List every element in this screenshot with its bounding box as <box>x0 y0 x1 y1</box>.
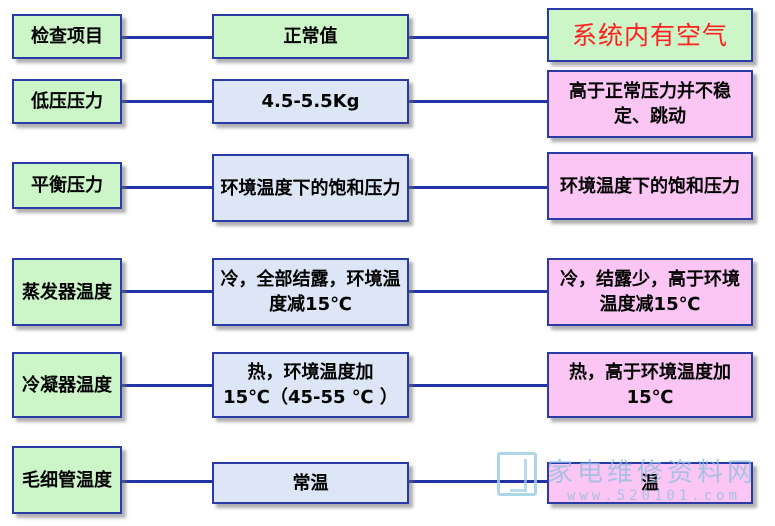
connector-row-2b <box>409 186 547 189</box>
air-balance-pressure: 环境温度下的饱和压力 <box>547 152 753 220</box>
item-condenser-temp-label: 冷凝器温度 <box>22 374 112 396</box>
connector-row-4 <box>122 384 212 387</box>
normal-capillary-temp-value: 常温 <box>292 472 329 494</box>
air-condenser-temp: 热，高于环境温度加15℃ <box>547 352 753 418</box>
item-evaporator-temp: 蒸发器温度 <box>12 258 122 326</box>
normal-balance-pressure-value: 环境温度下的饱和压力 <box>220 177 401 199</box>
air-low-pressure: 高于正常压力并不稳定、跳动 <box>547 70 753 138</box>
normal-low-pressure-value: 4.5-5.5Kg <box>261 91 360 112</box>
normal-evaporator-temp-value: 冷，全部结露，环境温度减15℃ <box>220 269 401 315</box>
header-normal-label: 正常值 <box>283 26 338 47</box>
connector-row-1 <box>122 100 212 103</box>
air-condenser-temp-value: 热，高于环境温度加15℃ <box>569 362 731 408</box>
normal-evaporator-temp: 冷，全部结露，环境温度减15℃ <box>212 258 409 326</box>
connector-row-4b <box>409 384 547 387</box>
air-evaporator-temp-value: 冷，结露少，高于环境温度减15℃ <box>560 269 740 315</box>
normal-capillary-temp: 常温 <box>212 462 409 504</box>
air-evaporator-temp: 冷，结露少，高于环境温度减15℃ <box>547 258 753 326</box>
connector-row-1b <box>409 100 547 103</box>
air-capillary-temp-value: 温 <box>641 472 659 494</box>
item-capillary-temp-label: 毛细管温度 <box>22 469 112 491</box>
item-evaporator-temp-label: 蒸发器温度 <box>22 281 112 303</box>
connector-row-3b <box>409 290 547 293</box>
header-normal-box: 正常值 <box>212 14 409 59</box>
normal-low-pressure: 4.5-5.5Kg <box>212 79 409 124</box>
header-air-label: 系统内有空气 <box>571 20 728 50</box>
normal-balance-pressure: 环境温度下的饱和压力 <box>212 154 409 222</box>
connector-row-5 <box>122 480 212 483</box>
item-capillary-temp: 毛细管温度 <box>12 446 122 514</box>
connector-row-0 <box>122 36 212 39</box>
item-low-pressure-label: 低压压力 <box>31 91 103 112</box>
connector-row-2 <box>122 186 212 189</box>
air-capillary-temp: 温 <box>547 462 753 504</box>
item-low-pressure: 低压压力 <box>12 79 122 124</box>
connector-row-0b <box>409 36 547 39</box>
item-balance-pressure-label: 平衡压力 <box>31 175 103 196</box>
air-low-pressure-value: 高于正常压力并不稳定、跳动 <box>569 81 731 127</box>
item-condenser-temp: 冷凝器温度 <box>12 352 122 418</box>
air-balance-pressure-value: 环境温度下的饱和压力 <box>560 175 740 197</box>
connector-row-3 <box>122 290 212 293</box>
item-balance-pressure: 平衡压力 <box>12 162 122 209</box>
header-item-label: 检查项目 <box>31 26 103 47</box>
header-item-box: 检查项目 <box>12 14 122 59</box>
watermark-book-icon <box>497 452 537 496</box>
normal-condenser-temp-value: 热，环境温度加15℃（45-55 ℃ ） <box>223 362 398 408</box>
header-air-box: 系统内有空气 <box>547 8 753 62</box>
normal-condenser-temp: 热，环境温度加15℃（45-55 ℃ ） <box>212 352 409 418</box>
connector-row-5b <box>409 480 547 483</box>
